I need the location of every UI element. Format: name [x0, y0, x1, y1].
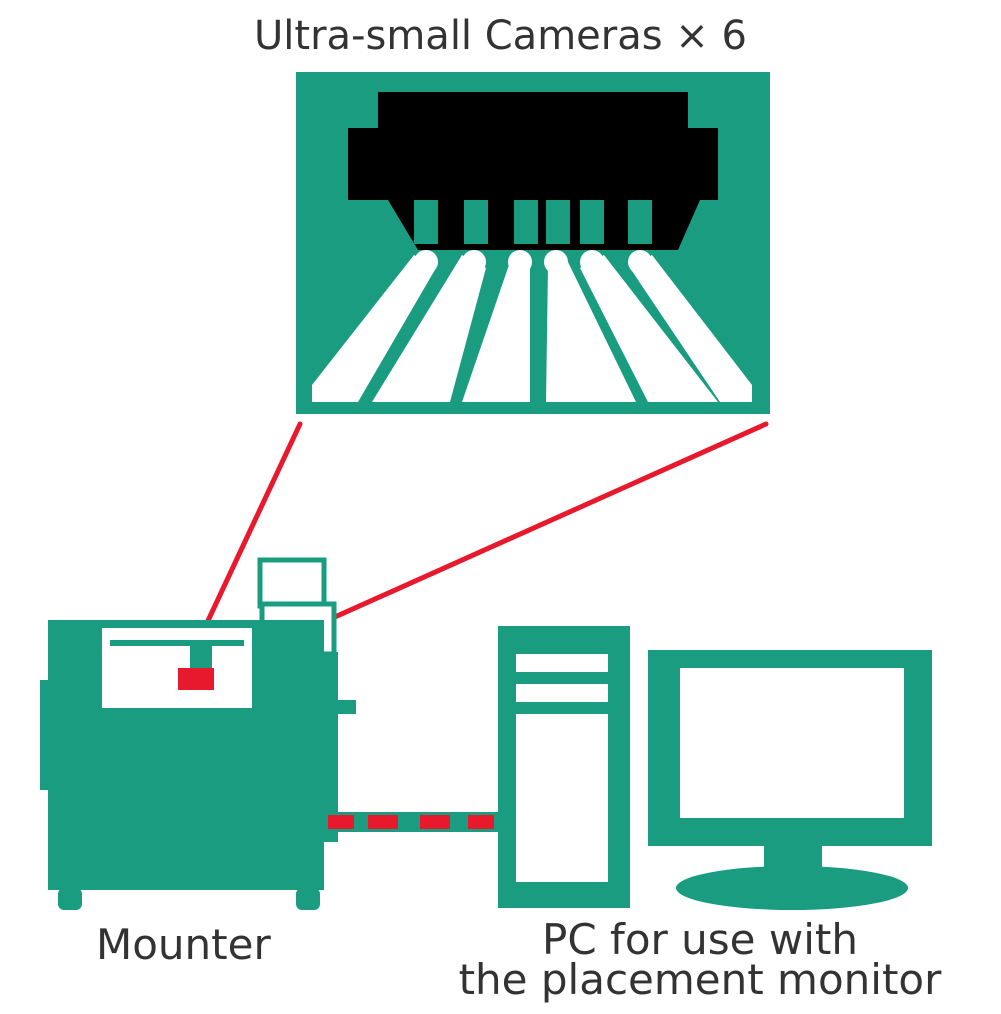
pc-monitor-screen — [680, 668, 904, 818]
camera-beam-1 — [312, 255, 436, 402]
camera-lenses — [414, 200, 652, 274]
cable-stripe-1 — [328, 815, 354, 829]
mounter-label: Mounter — [96, 920, 271, 969]
pc-monitor-stand — [676, 866, 908, 910]
pc-drive-bay-1 — [516, 654, 608, 672]
camera-lens-6 — [628, 200, 652, 274]
pc-monitor-icon — [648, 650, 932, 910]
mounter-foot-left — [58, 888, 82, 910]
camera-beams — [312, 255, 752, 402]
camera-lens-1 — [414, 200, 438, 274]
mounter-left-bump — [40, 680, 54, 790]
pc-label-line-1: PC for use with — [542, 915, 858, 964]
camera-detail-panel — [296, 72, 770, 414]
mounter-handle — [338, 700, 356, 714]
pc-drive-bay-2 — [516, 684, 608, 702]
connection-cable — [324, 812, 500, 832]
camera-lens-4 — [544, 200, 570, 274]
cable-stripe-2 — [368, 815, 398, 829]
pc-tower-panel — [516, 714, 608, 882]
camera-beam-2 — [372, 255, 486, 402]
pc-label: PC for use with the placement monitor — [430, 915, 970, 1004]
mounter-monitor — [257, 557, 327, 609]
camera-beam-5 — [580, 255, 718, 402]
mounter-camera-head — [178, 668, 214, 690]
camera-head-icon — [348, 92, 718, 250]
camera-lens-3 — [508, 200, 538, 274]
cable-stripe-4 — [468, 815, 494, 829]
camera-lens-5 — [580, 200, 604, 274]
pc-tower-icon — [498, 626, 630, 908]
camera-beam-6 — [630, 255, 752, 402]
camera-beam-4 — [546, 262, 636, 402]
mounter-foot-right — [296, 888, 320, 910]
diagram-title: Ultra-small Cameras × 6 — [254, 13, 747, 59]
mounter-side-panel — [320, 652, 338, 842]
mounter-window-rail — [110, 640, 244, 646]
camera-beam-3 — [462, 262, 530, 402]
camera-lens-2 — [462, 200, 488, 274]
pc-label-line-2: the placement monitor — [458, 955, 942, 1004]
mounter-head-mount — [190, 646, 212, 670]
mounter-machine-icon — [40, 557, 356, 910]
cable-stripe-3 — [420, 815, 450, 829]
